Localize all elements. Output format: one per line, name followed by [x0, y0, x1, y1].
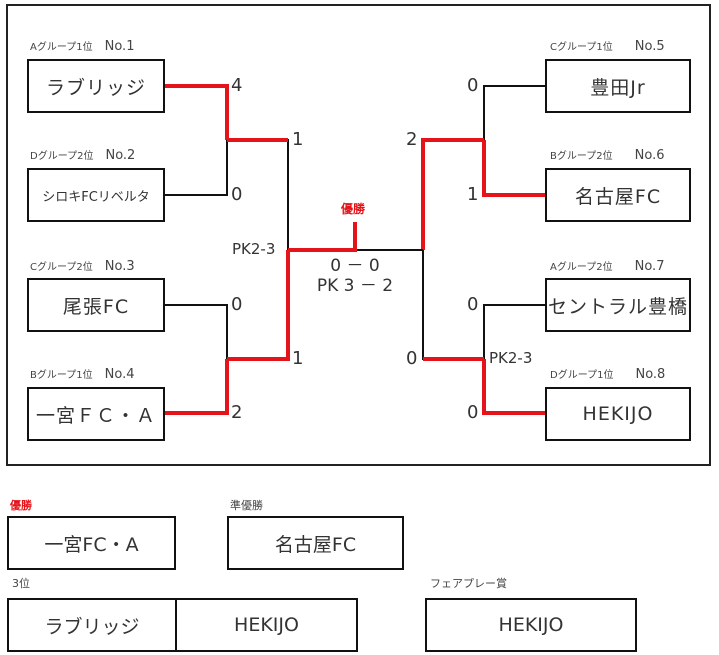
third-team-2-box: HEKIJO	[175, 598, 358, 652]
line-no7	[483, 304, 545, 359]
champion-box: 一宮FC・A	[7, 516, 176, 570]
score-2: 0	[231, 184, 243, 205]
final-pk: PK 3 － 2	[316, 276, 394, 296]
bracket-lines	[165, 84, 545, 415]
champion-label: 優勝	[10, 499, 32, 512]
score-8: 0	[467, 402, 479, 423]
line-no4	[165, 359, 229, 415]
line-final-red	[288, 222, 357, 252]
team-box-3: 尾張FC	[27, 278, 165, 332]
score-4: 2	[231, 402, 243, 423]
team-box-6: 名古屋FC	[545, 168, 691, 222]
sf-left-bottom-score: 1	[292, 348, 304, 369]
score-1: 4	[231, 75, 243, 96]
line-no1	[165, 84, 229, 140]
fair-play-box: HEKIJO	[425, 598, 637, 652]
bracket-frame	[6, 4, 711, 466]
sf-right-top-score: 2	[406, 129, 418, 150]
line-no5	[483, 85, 545, 140]
line-no3	[165, 304, 228, 359]
fair-play-label: フェアプレー賞	[430, 577, 507, 590]
score-5: 0	[467, 75, 479, 96]
line-sf-right-top	[421, 138, 484, 250]
sf-left-top-score: 1	[292, 129, 304, 150]
sf-right-pk: PK2-3	[489, 349, 533, 367]
team-box-1: ラブリッジ	[27, 59, 165, 113]
sf-left-pk: PK2-3	[232, 240, 276, 258]
runner-up-label: 準優勝	[230, 499, 263, 512]
line-sf-left-bottom	[227, 250, 290, 361]
third-team-1-box: ラブリッジ	[7, 598, 177, 652]
score-6: 1	[467, 184, 479, 205]
line-no2	[165, 140, 228, 196]
team-box-4: 一宮ＦＣ・Ａ	[27, 387, 165, 441]
third-label: 3位	[12, 577, 30, 590]
team-box-5: 豊田Jr	[545, 59, 691, 113]
score-3: 0	[231, 294, 243, 315]
final-winner-label: 優勝	[341, 202, 366, 216]
line-no6	[482, 140, 545, 197]
team-box-8: HEKIJO	[545, 387, 691, 441]
team-box-2: シロキFCリベルタ	[27, 168, 165, 222]
line-no8	[482, 359, 545, 415]
sf-right-bottom-score: 0	[406, 348, 418, 369]
runner-up-box: 名古屋FC	[227, 516, 404, 570]
final-score: 0 － 0	[330, 256, 380, 276]
team-box-7: セントラル豊橋	[545, 278, 691, 332]
score-7: 0	[467, 294, 479, 315]
